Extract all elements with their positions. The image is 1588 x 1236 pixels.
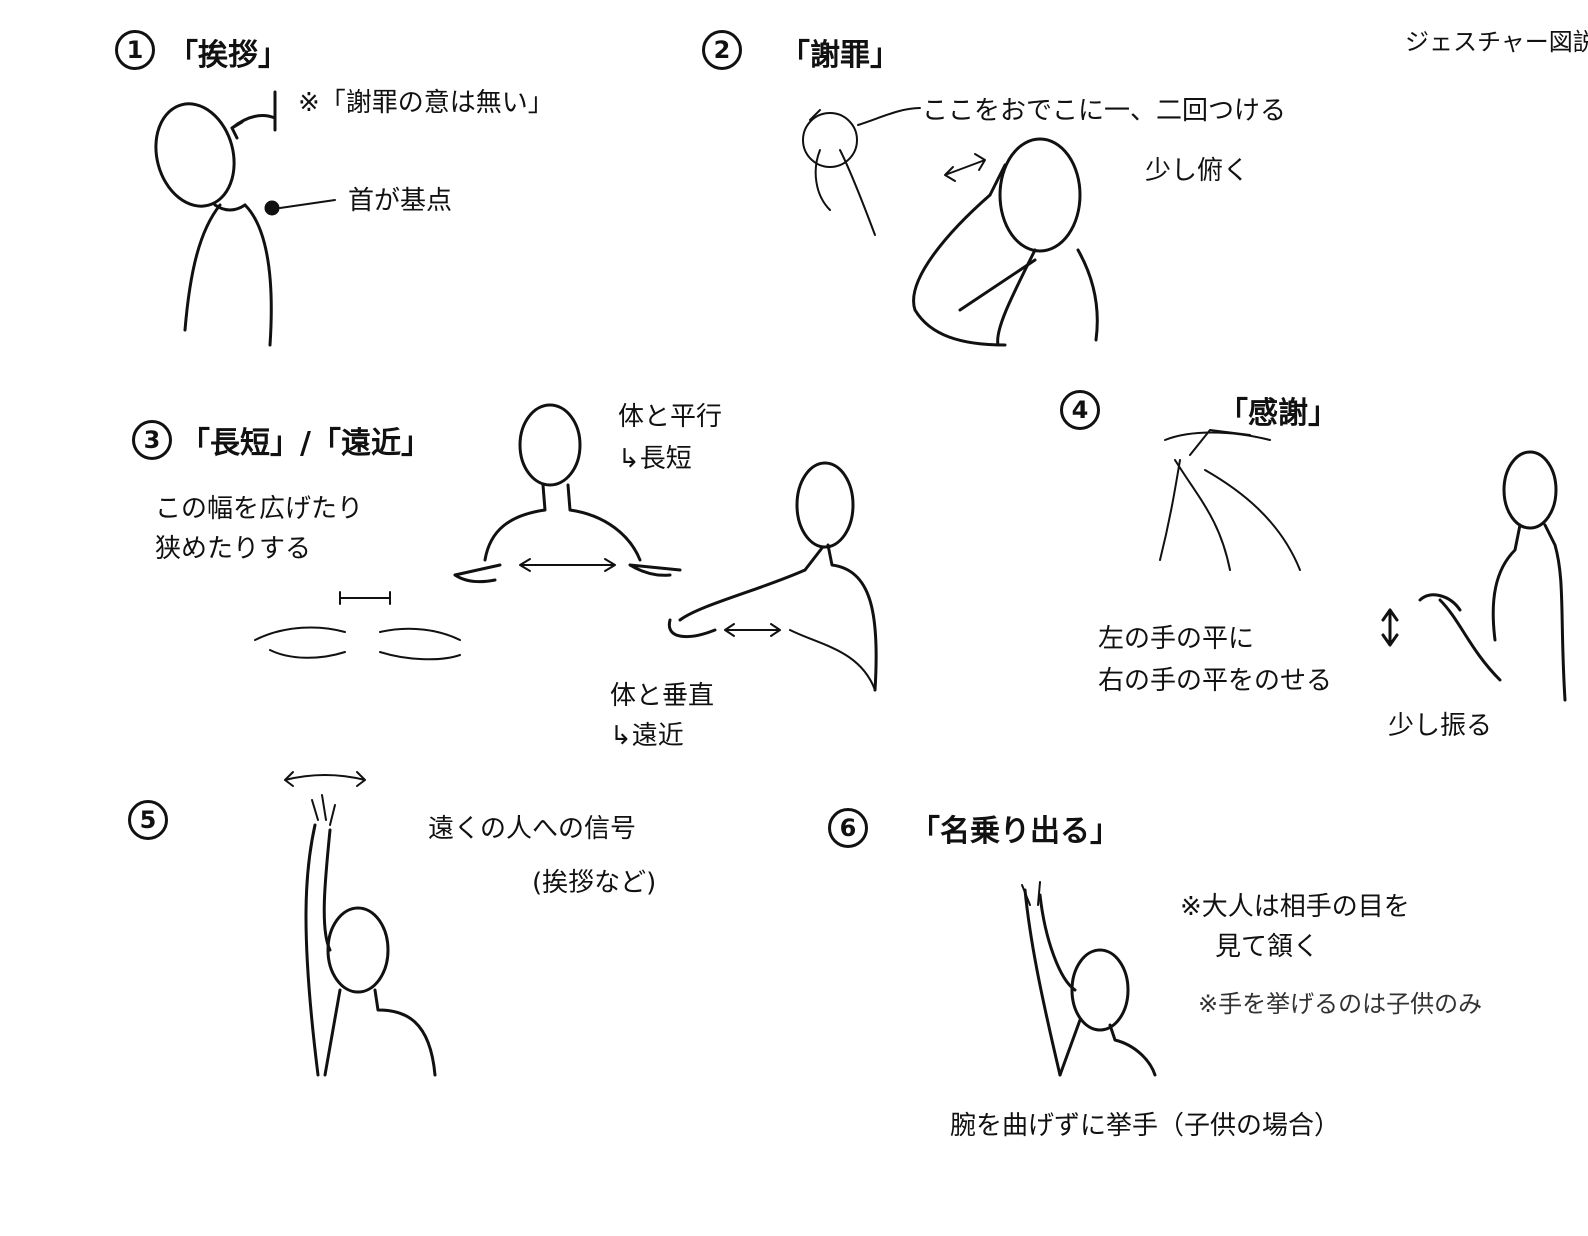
section-3-note-1: この幅を広げたり: [155, 494, 364, 524]
section-3-note-3: 体と平行: [618, 402, 723, 432]
figure-apology: [802, 107, 1099, 347]
section-6-note-4: 腕を曲げずに挙手（子供の場合）: [950, 1111, 1341, 1141]
section-6-note-2: 見て頷く: [1215, 932, 1320, 962]
section-5-number: 5: [128, 800, 168, 840]
section-2-note-1: ここをおでこに一、二回つける: [922, 96, 1287, 126]
section-4-note-2: 右の手の平をのせる: [1098, 666, 1333, 696]
section-3-note-6: ↳遠近: [610, 721, 684, 751]
section-1-note-2: 首が基点: [348, 186, 453, 216]
figure-length-distance: [254, 403, 878, 692]
section-3-title: 「長短」/「遠近」: [180, 426, 431, 461]
section-1-number: 1: [115, 30, 155, 70]
section-2-note-2: 少し俯く: [1145, 156, 1250, 186]
section-4-note-1: 左の手の平に: [1098, 624, 1255, 654]
section-3-number: 3: [132, 420, 172, 460]
section-3-note-4: ↳長短: [618, 444, 692, 474]
section-2-title: 「謝罪」: [780, 38, 900, 73]
section-4-note-3: 少し振る: [1388, 711, 1493, 741]
section-6-title: 「名乗り出る」: [910, 814, 1120, 849]
section-6-note-3: ※手を挙げるのは子供のみ: [1198, 990, 1483, 1018]
section-3-note-2: 狭めたりする: [155, 534, 312, 564]
section-2-number: 2: [702, 30, 742, 70]
section-4-number: 4: [1060, 390, 1100, 430]
figure-greeting: [154, 90, 336, 347]
section-1-note-1: ※「謝罪の意は無い」: [298, 88, 554, 118]
section-4-title: 「感謝」: [1218, 396, 1338, 431]
section-3-note-5: 体と垂直: [610, 681, 715, 711]
document-title: ジェスチャー図説: [1405, 28, 1588, 56]
section-6-number: 6: [828, 808, 868, 848]
figure-signal: [284, 771, 437, 1077]
section-6-note-1: ※大人は相手の目を: [1180, 892, 1410, 922]
figure-thanks: [1159, 429, 1567, 702]
section-1-title: 「挨拶」: [168, 38, 288, 73]
figure-name-yourself: [1021, 881, 1157, 1077]
section-5-note-1: 遠くの人への信号: [428, 814, 637, 844]
section-5-note-2: (挨拶など): [532, 868, 657, 898]
